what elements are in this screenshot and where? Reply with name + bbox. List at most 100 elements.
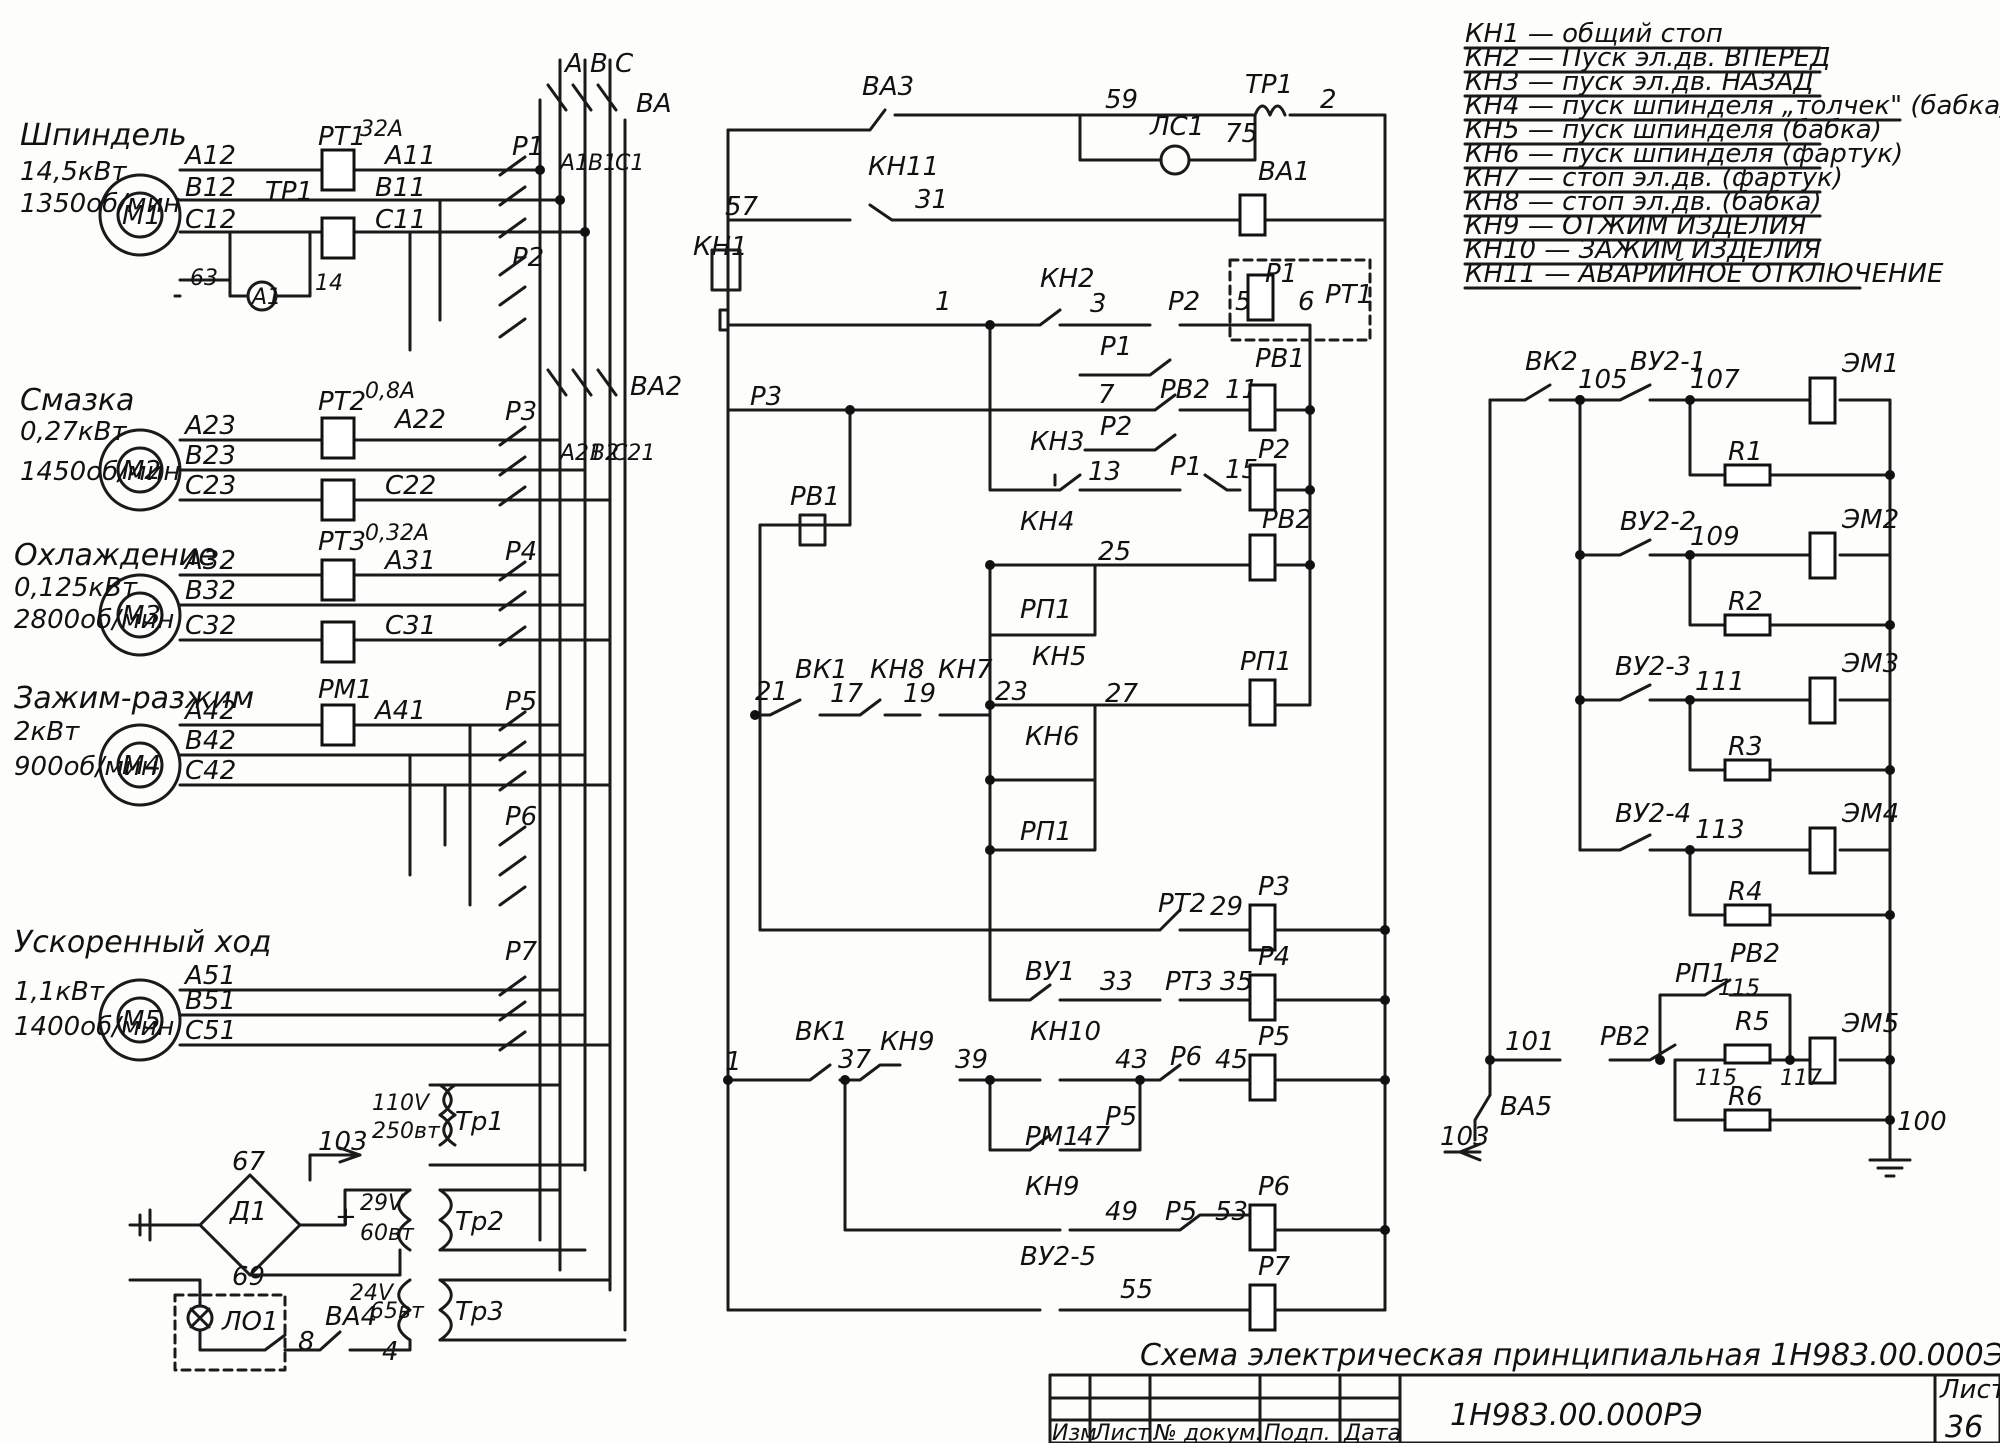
svg-text:ВУ2-3: ВУ2-3 xyxy=(1615,652,1691,682)
svg-text:4: 4 xyxy=(382,1337,399,1367)
svg-text:59: 59 xyxy=(1105,85,1138,115)
svg-text:Р1: Р1 xyxy=(512,132,544,162)
svg-text:РП1: РП1 xyxy=(1020,595,1072,625)
svg-text:РВ2: РВ2 xyxy=(1730,939,1780,969)
motor-m2-name: Смазка xyxy=(20,383,134,418)
svg-text:РП1: РП1 xyxy=(1675,959,1727,989)
svg-text:ВУ1: ВУ1 xyxy=(1025,957,1075,987)
svg-text:Р6: Р6 xyxy=(1170,1042,1202,1072)
motor-m3-name: Охлаждение xyxy=(14,538,217,573)
motor-m5-speed: 1400об/мин xyxy=(14,1012,174,1042)
svg-text:ВУ2-2: ВУ2-2 xyxy=(1620,507,1696,537)
svg-text:РВ2: РВ2 xyxy=(1262,505,1312,535)
svg-text:КН1: КН1 xyxy=(693,232,748,262)
svg-text:117: 117 xyxy=(1780,1066,1822,1091)
svg-text:ТР1: ТР1 xyxy=(1245,70,1293,100)
svg-text:М5: М5 xyxy=(122,1006,161,1036)
svg-text:С21: С21 xyxy=(612,441,655,466)
svg-text:А21: А21 xyxy=(558,441,603,466)
motor-m3-speed: 2800об/мин xyxy=(14,605,174,635)
svg-text:С11: С11 xyxy=(375,205,426,235)
svg-text:А1: А1 xyxy=(250,285,281,310)
svg-text:ВА: ВА xyxy=(636,89,672,119)
svg-text:КН11: КН11 xyxy=(868,152,939,182)
svg-text:ВУ2-1: ВУ2-1 xyxy=(1630,347,1706,377)
svg-text:С23: С23 xyxy=(185,471,236,501)
svg-text:С51: С51 xyxy=(185,1016,236,1046)
svg-text:ЭМ4: ЭМ4 xyxy=(1841,799,1899,829)
svg-text:РВ2: РВ2 xyxy=(1160,375,1210,405)
svg-text:В1: В1 xyxy=(588,151,617,176)
svg-text:КН10: КН10 xyxy=(1030,1017,1101,1047)
svg-text:А41: А41 xyxy=(373,696,426,726)
svg-text:ЭМ5: ЭМ5 xyxy=(1841,1009,1899,1039)
svg-text:21: 21 xyxy=(755,677,788,707)
svg-text:С32: С32 xyxy=(185,611,236,641)
motor-m2: М2 Смазка 0,27кВт 1450об/мин А23 В23 С23… xyxy=(20,379,612,522)
svg-text:B: B xyxy=(590,49,608,79)
svg-text:1: 1 xyxy=(935,287,952,317)
svg-text:А32: А32 xyxy=(183,546,236,576)
svg-text:КН5: КН5 xyxy=(1032,642,1087,672)
svg-text:33: 33 xyxy=(1100,967,1133,997)
svg-text:109: 109 xyxy=(1690,522,1740,552)
svg-text:8: 8 xyxy=(298,1327,315,1357)
svg-text:R1: R1 xyxy=(1728,437,1763,467)
svg-text:КН2: КН2 xyxy=(1040,264,1095,294)
motor-m3-power: 0,125кВт xyxy=(14,573,138,603)
svg-text:А31: А31 xyxy=(383,546,436,576)
svg-text:А23: А23 xyxy=(183,411,236,441)
tb-col: Подп. xyxy=(1264,1421,1331,1443)
svg-text:Р7: Р7 xyxy=(1258,1252,1291,1282)
svg-text:ВУ2-5: ВУ2-5 xyxy=(1020,1242,1096,1272)
motor-m4-name: Зажим-разжим xyxy=(14,681,254,716)
svg-text:В51: В51 xyxy=(185,986,236,1016)
svg-text:113: 113 xyxy=(1695,815,1745,845)
svg-text:Р6: Р6 xyxy=(1258,1172,1290,1202)
svg-text:С31: С31 xyxy=(385,611,436,641)
svg-text:47: 47 xyxy=(1077,1122,1111,1152)
svg-text:Р4: Р4 xyxy=(1258,942,1290,972)
svg-text:Р7: Р7 xyxy=(505,937,538,967)
title-block: Схема электрическая принципиальная 1Н983… xyxy=(1048,1338,2000,1443)
svg-text:ЭМ2: ЭМ2 xyxy=(1841,505,1899,535)
svg-text:45: 45 xyxy=(1215,1045,1248,1075)
svg-text:КН9: КН9 xyxy=(1025,1172,1080,1202)
svg-text:Тр2: Тр2 xyxy=(455,1207,504,1237)
svg-text:1: 1 xyxy=(725,1047,742,1077)
svg-text:В12: В12 xyxy=(185,173,236,203)
tb-col: Изм xyxy=(1052,1421,1097,1443)
svg-text:РТ2: РТ2 xyxy=(1158,889,1206,919)
svg-text:2: 2 xyxy=(1320,85,1337,115)
svg-text:ВА1: ВА1 xyxy=(1258,157,1310,187)
svg-text:Р1: Р1 xyxy=(1265,259,1297,289)
legend-entry: КН1 — общий стоп xyxy=(1465,19,1723,49)
svg-text:63: 63 xyxy=(190,266,218,291)
svg-text:РМ1: РМ1 xyxy=(1025,1122,1080,1152)
legend-text: КН1 — общий стоп КН2 — Пуск эл.дв. ВПЕРЕ… xyxy=(1463,19,2000,290)
svg-text:ВК2: ВК2 xyxy=(1525,347,1578,377)
svg-text:29V: 29V xyxy=(360,1191,405,1216)
svg-text:ВУ2-4: ВУ2-4 xyxy=(1615,799,1691,829)
power-circuit: A B C ВА А1 В1 С1 М1 Шпиндель 14,5кВт 13… xyxy=(14,49,682,1372)
svg-text:М1: М1 xyxy=(122,201,161,231)
svg-text:ВА3: ВА3 xyxy=(862,72,914,102)
svg-text:24V: 24V xyxy=(350,1281,395,1306)
svg-text:ЭМ1: ЭМ1 xyxy=(1841,349,1899,379)
electromagnet-circuit: ВК2 105 ВУ2-1 107 ЭМ1 R1 ВУ2-2 109 ЭМ2 R… xyxy=(1440,347,1947,1178)
svg-text:107: 107 xyxy=(1690,365,1740,395)
tb-col: Дата xyxy=(1343,1421,1401,1443)
svg-text:Р6: Р6 xyxy=(505,802,537,832)
svg-text:A: A xyxy=(563,49,583,79)
svg-text:37: 37 xyxy=(838,1045,872,1075)
motor-m4-speed: 900об/мин xyxy=(14,752,158,782)
svg-text:РВ1: РВ1 xyxy=(1255,344,1305,374)
svg-text:А42: А42 xyxy=(183,696,236,726)
svg-text:Р3: Р3 xyxy=(750,382,782,412)
svg-text:КН4: КН4 xyxy=(1020,507,1075,537)
motor-m1: М1 Шпиндель 14,5кВт 1350об/мин А12 В12 С… xyxy=(20,117,587,352)
svg-text:ТР1: ТР1 xyxy=(265,177,313,207)
motor-m5-power: 1,1кВт xyxy=(14,977,105,1007)
svg-text:17: 17 xyxy=(830,679,864,709)
